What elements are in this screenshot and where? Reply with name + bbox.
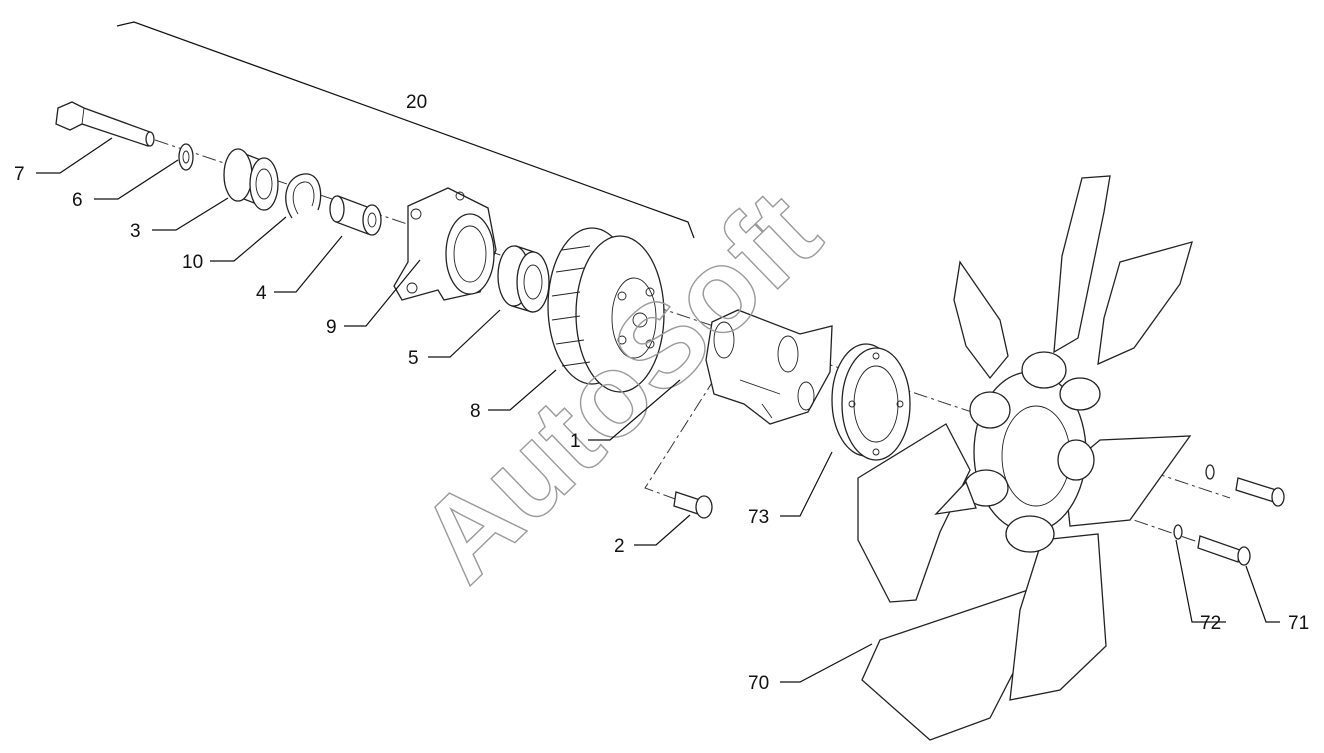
callout-6: 6: [72, 190, 83, 211]
part-10-retaining-ring: [285, 173, 322, 219]
part-7-bolt: [55, 101, 155, 147]
part-3-bearing: [223, 148, 279, 211]
callout-1: 1: [570, 431, 581, 452]
callout-7: 7: [14, 164, 25, 185]
callout-4: 4: [256, 283, 267, 304]
callout-73: 73: [748, 507, 769, 528]
part-1-hub: [705, 309, 833, 425]
callout-5: 5: [408, 348, 419, 369]
part-71-bolt: [1197, 477, 1285, 566]
part-72-washer: [1173, 464, 1215, 540]
callout-72: 72: [1200, 613, 1221, 634]
part-6-washer: [178, 143, 194, 171]
callout-9: 9: [326, 317, 337, 338]
callout-2: 2: [614, 536, 625, 557]
assembly-bracket-20: [116, 21, 695, 239]
part-9-housing: [393, 187, 497, 301]
part-70-fan: [857, 175, 1193, 741]
callout-20: 20: [406, 92, 427, 113]
callout-8: 8: [470, 401, 481, 422]
part-5-bearing: [497, 245, 550, 313]
callout-10: 10: [182, 252, 203, 273]
part-2-bolt: [673, 491, 713, 519]
callout-71: 71: [1288, 613, 1309, 634]
part-8-pulley: [547, 227, 665, 393]
callout-3: 3: [130, 221, 141, 242]
callout-70: 70: [748, 673, 769, 694]
part-73-flange: [831, 343, 911, 461]
callout-leaders: [36, 137, 1280, 683]
part-4-spacer: [329, 195, 382, 236]
